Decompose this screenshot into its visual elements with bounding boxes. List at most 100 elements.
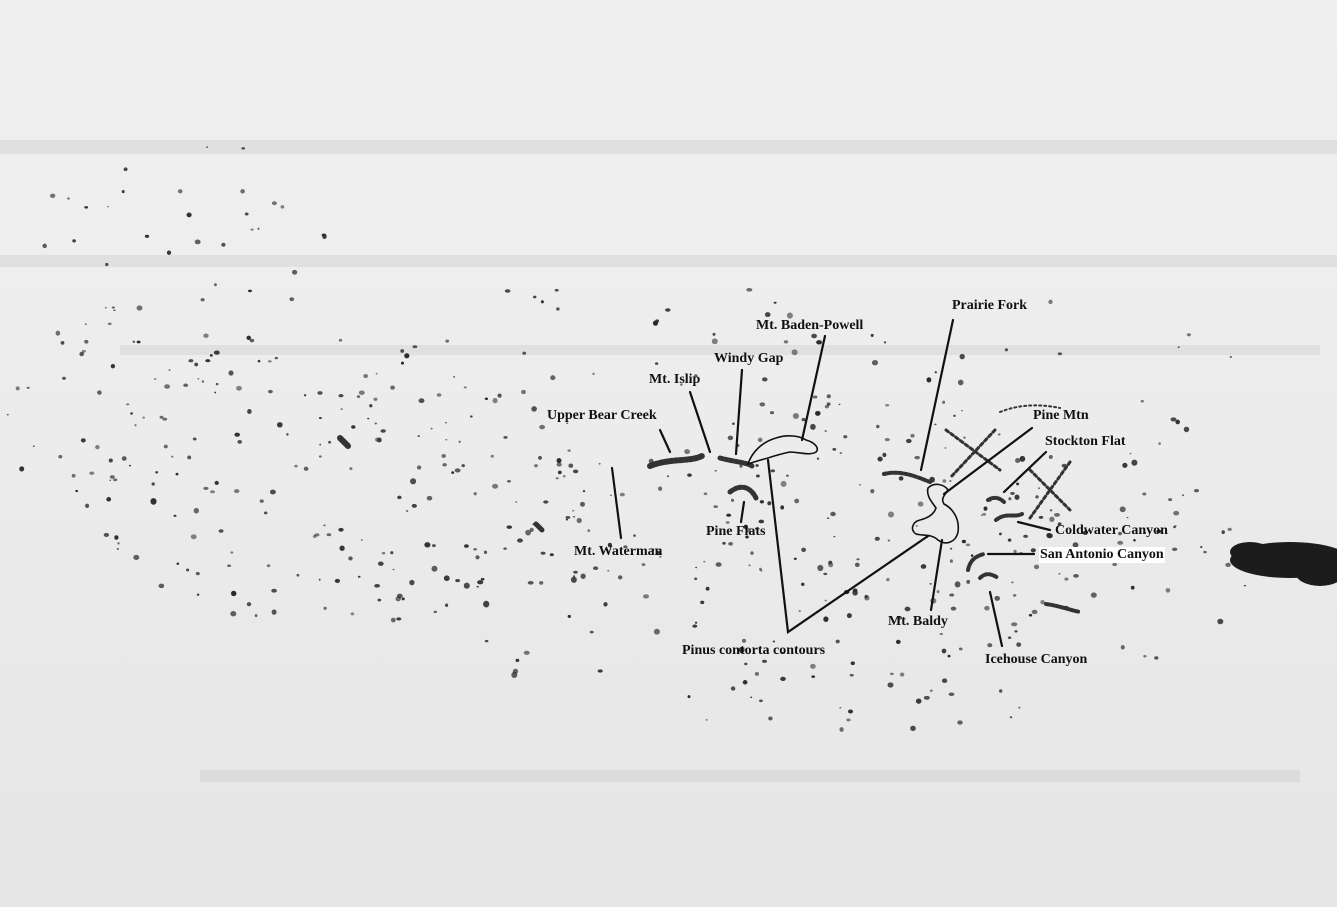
occurrence-dot [515,658,520,663]
occurrence-dot [1183,426,1190,433]
occurrence-dot [209,490,216,494]
occurrence-dot [725,521,730,524]
occurrence-dot [1165,588,1171,593]
occurrence-dot [443,575,450,582]
occurrence-dot [432,544,436,548]
occurrence-dot [567,449,571,452]
occurrence-dot [497,393,502,398]
occurrence-dot [271,588,277,593]
occurrence-dot [194,362,199,367]
occurrence-dot [1118,531,1122,536]
occurrence-dot [1130,585,1135,590]
occurrence-dot [540,300,544,304]
occurrence-dot [110,364,116,369]
occurrence-dot [186,212,192,218]
occurrence-dot [730,686,736,691]
occurrence-dot [455,579,460,583]
occurrence-dot [1018,706,1021,709]
occurrence-dot [417,435,420,437]
occurrence-dot [965,543,971,547]
occurrence-dot [856,558,860,561]
occurrence-dot [442,463,447,467]
occurrence-dot [770,469,776,473]
occurrence-dot [61,376,67,380]
occurrence-dot [711,338,718,345]
occurrence-dot [926,377,932,383]
occurrence-dot [957,379,964,386]
occurrence-dot [244,212,249,216]
occurrence-dot [854,562,860,567]
occurrence-dot [619,492,625,497]
occurrence-dot [568,463,574,468]
occurrence-dot [607,570,610,572]
occurrence-dot [1035,495,1039,499]
occurrence-dot [1217,618,1224,625]
label-mt-baden-powell: Mt. Baden-Powell [756,318,864,333]
occurrence-dot [469,415,473,418]
occurrence-dot [759,402,766,407]
occurrence-dot [761,659,768,663]
occurrence-dot [240,189,245,194]
occurrence-dot [247,289,253,293]
occurrence-dot [730,498,735,502]
occurrence-dot [550,375,556,381]
occurrence-dot [942,479,947,483]
occurrence-dot [195,571,200,576]
occurrence-dot [267,360,272,363]
occurrence-dot [136,340,141,344]
occurrence-dot [1046,533,1053,539]
occurrence-dot [755,464,759,467]
occurrence-dot [684,449,691,455]
occurrence-dot [323,524,326,527]
occurrence-dot [257,359,261,363]
label-mt-islip: Mt. Islip [649,372,701,387]
occurrence-dot [136,305,143,311]
occurrence-dot [970,554,974,557]
occurrence-dot [554,288,559,292]
occurrence-dot [847,709,854,714]
occurrence-dot [832,448,837,451]
occurrence-dot [458,440,461,443]
leader-lines [610,318,1052,648]
occurrence-dot [948,692,955,697]
occurrence-dot [781,651,784,654]
occurrence-dot [572,516,576,518]
occurrence-dot [153,378,157,380]
occurrence-dot [463,582,470,589]
occurrence-dot [824,599,827,602]
occurrence-dot [984,605,990,611]
occurrence-dot [401,597,405,601]
occurrence-dot [318,455,322,458]
occurrence-dot [142,416,145,419]
occurrence-dot [1154,656,1159,660]
occurrence-dot [573,570,578,574]
occurrence-dot [1229,355,1232,359]
leader-icehouse [988,590,1004,648]
occurrence-dot [1012,594,1017,597]
occurrence-dot [338,527,344,532]
occurrence-dot [433,610,438,614]
occurrence-dot [936,590,940,594]
occurrence-dot [396,617,402,621]
occurrence-dot [412,345,418,349]
occurrence-dot [910,433,915,438]
occurrence-dot [780,676,786,682]
occurrence-dot [271,609,277,615]
occurrence-dot [603,602,608,607]
occurrence-dot [227,564,232,568]
occurrence-dot [846,613,852,619]
occurrence-dot [816,340,823,345]
occurrence-dot [183,383,189,388]
occurrence-dot [745,527,752,533]
occurrence-dot [1173,510,1180,516]
occurrence-dot [764,312,771,318]
occurrence-dot [1014,630,1018,633]
occurrence-dot [1143,654,1147,658]
occurrence-dot [1129,452,1132,455]
occurrence-dot [444,421,447,424]
occurrence-dot [817,564,824,572]
occurrence-dot [374,422,378,425]
occurrence-dot [319,443,322,446]
occurrence-dot [746,287,753,292]
